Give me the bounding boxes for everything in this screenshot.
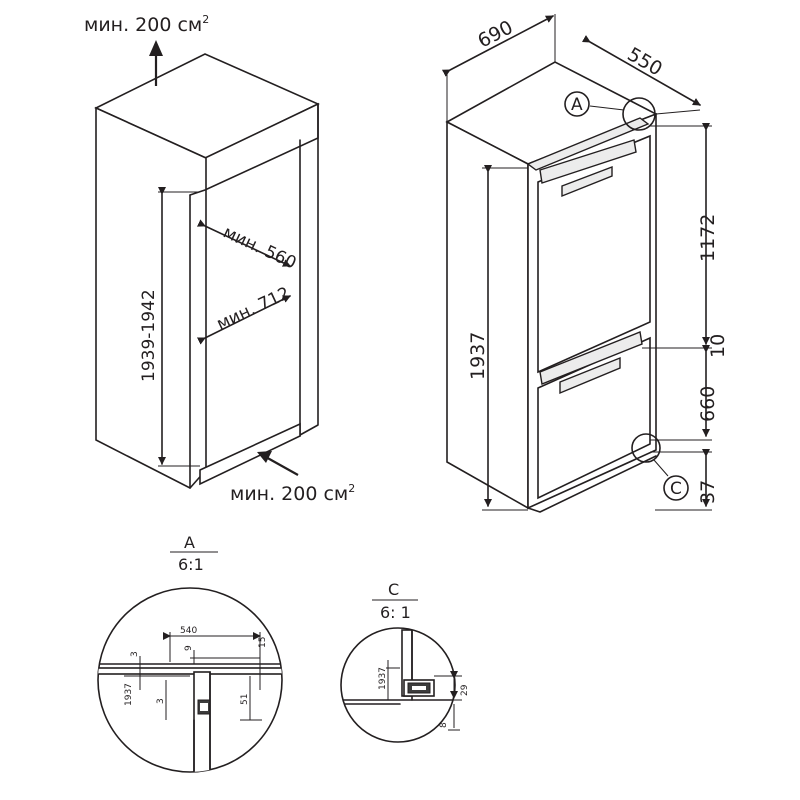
upper-door-fixing-rail (561, 165, 613, 198)
min-depth-label: мин. 712 (214, 283, 293, 334)
fridge-depth-dimension (581, 35, 701, 106)
detail-a-dim-3-top: 3 (130, 651, 140, 657)
callout-c-marker (663, 475, 689, 501)
detail-a-dim-9: 9 (184, 645, 194, 651)
min-width-label: мин. 560 (220, 222, 299, 273)
detail-c-letter: C (388, 580, 399, 599)
fridge-height-label: 1937 (467, 332, 489, 380)
detail-c-scale: 6: 1 (380, 603, 411, 622)
detail-c-dim-29: 29 (460, 684, 470, 696)
vent-top-label: мин. 200 см2 (84, 13, 209, 36)
fridge-depth-label: 550 (624, 43, 666, 80)
upper-door-hinge-bracket (539, 139, 637, 184)
vent-bottom-arrow (263, 455, 299, 476)
detail-c-dim-1937: 1937 (378, 667, 388, 690)
detail-c-dim-8: 8 (439, 722, 449, 728)
detail-a-scale: 6:1 (178, 555, 204, 574)
lower-door-fixing-rail (559, 356, 621, 395)
callout-c-region (631, 433, 661, 463)
upper-section-label: 1172 (697, 214, 719, 262)
callout-a-region (622, 97, 656, 131)
middle-hinge-bracket (539, 331, 643, 385)
detail-a-dim-540: 540 (180, 626, 197, 636)
callout-c-letter: C (670, 479, 682, 499)
detail-a-letter: A (184, 533, 195, 552)
fridge-diagram: 690 550 1937 1172 10 660 37 A C (441, 14, 729, 513)
min-width-dimension (196, 219, 291, 267)
detail-a-dim-3-bottom: 3 (156, 698, 166, 704)
niche-right-side (299, 103, 319, 436)
callout-a-marker (564, 91, 590, 117)
min-depth-dimension (196, 295, 291, 345)
gap-label: 10 (707, 334, 729, 358)
detail-a: A 6:1 540 9 15 (97, 533, 283, 773)
detail-a-dim-15: 15 (258, 637, 268, 648)
detail-a-dim-51: 51 (240, 694, 250, 705)
detail-c: C 6: 1 1937 29 8 (340, 580, 470, 743)
base-label: 37 (697, 480, 719, 504)
niche-left-side (95, 106, 207, 489)
detail-a-dim-1937: 1937 (124, 683, 134, 706)
vent-bottom-label: мин. 200 см2 (230, 482, 355, 505)
fridge-width-dimension (441, 15, 554, 77)
niche-cabinet-diagram: мин. 200 см2 мин. 200 см2 мин. 560 мин. … (84, 13, 355, 505)
niche-plinth (199, 422, 301, 486)
detail-a-circle (97, 587, 283, 773)
detail-c-circle (340, 627, 456, 743)
lower-section-label: 660 (697, 386, 719, 422)
height-range-label: 1939-1942 (139, 289, 159, 382)
fridge-top-bracket (526, 117, 650, 171)
callout-a-letter: A (571, 95, 583, 115)
